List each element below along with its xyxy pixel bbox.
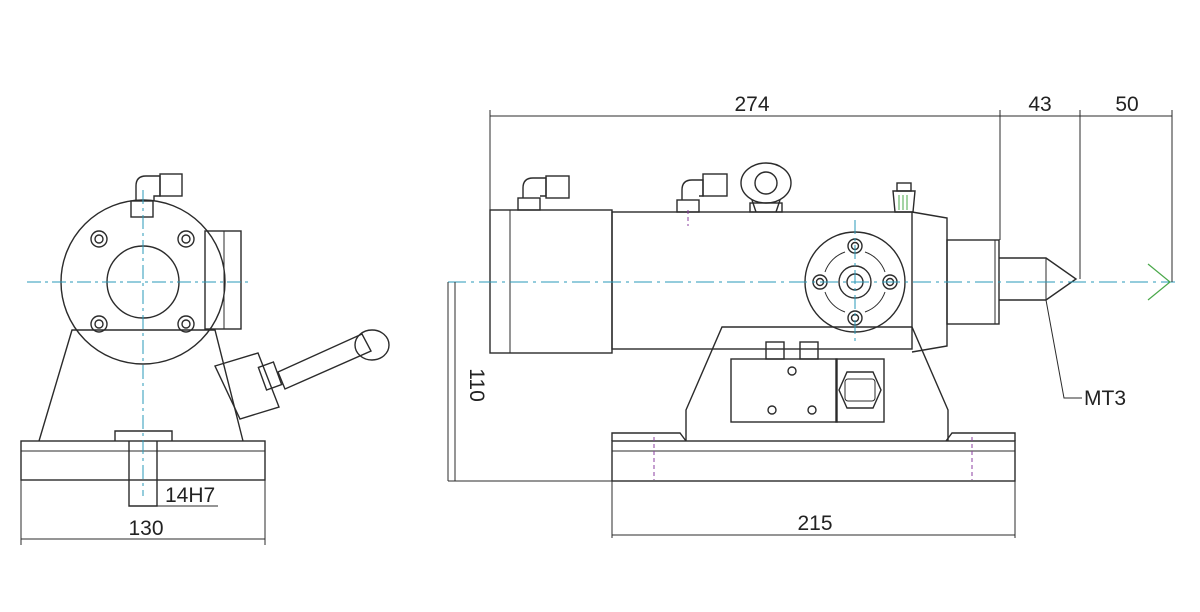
- end-view-slot-key: [114, 430, 173, 507]
- dim-slot-width: 14H7: [165, 484, 215, 507]
- end-view-side-box: [204, 230, 242, 330]
- end-view-elbow-fitting: [130, 173, 183, 218]
- end-view-dimensions: [20, 480, 266, 545]
- side-view-cylinder-main: [611, 211, 913, 350]
- side-view-dimensions: [447, 110, 1173, 538]
- dim-center-height: 110: [465, 368, 488, 401]
- side-view-pedestal: [685, 326, 949, 441]
- dim-center-point: 50: [1115, 93, 1138, 116]
- dim-quill-extension: 43: [1028, 93, 1051, 116]
- end-view-bore: [106, 245, 180, 319]
- side-view-hex-nut: [838, 371, 882, 409]
- dim-base-width: 130: [128, 517, 163, 540]
- side-view-live-center: [999, 257, 1078, 301]
- side-view-valve-block: [730, 358, 838, 423]
- end-view: 130 14H7: [20, 173, 390, 545]
- dim-base-length: 215: [797, 512, 832, 535]
- side-view-valve-fittings: [765, 341, 819, 360]
- end-view-pedestal: [38, 329, 244, 442]
- side-view-base: [611, 440, 1016, 482]
- end-view-center-lines: [27, 190, 250, 496]
- side-view-lifting-eye: [740, 162, 792, 213]
- side-view: 274 43 50 215 110 MT3: [447, 93, 1175, 538]
- side-view-grease-nipple: [892, 182, 916, 213]
- label-taper: MT3: [1084, 387, 1126, 410]
- side-view-elbow-fitting-rear: [517, 175, 570, 211]
- side-view-hidden-lines: [653, 210, 973, 480]
- end-view-bolt-holes: [90, 230, 195, 333]
- end-view-lever-handle: [214, 329, 390, 420]
- dim-overall-length: 274: [734, 93, 769, 116]
- side-view-elbow-fitting-front: [676, 173, 728, 213]
- side-view-mating-arrow: [1147, 263, 1171, 301]
